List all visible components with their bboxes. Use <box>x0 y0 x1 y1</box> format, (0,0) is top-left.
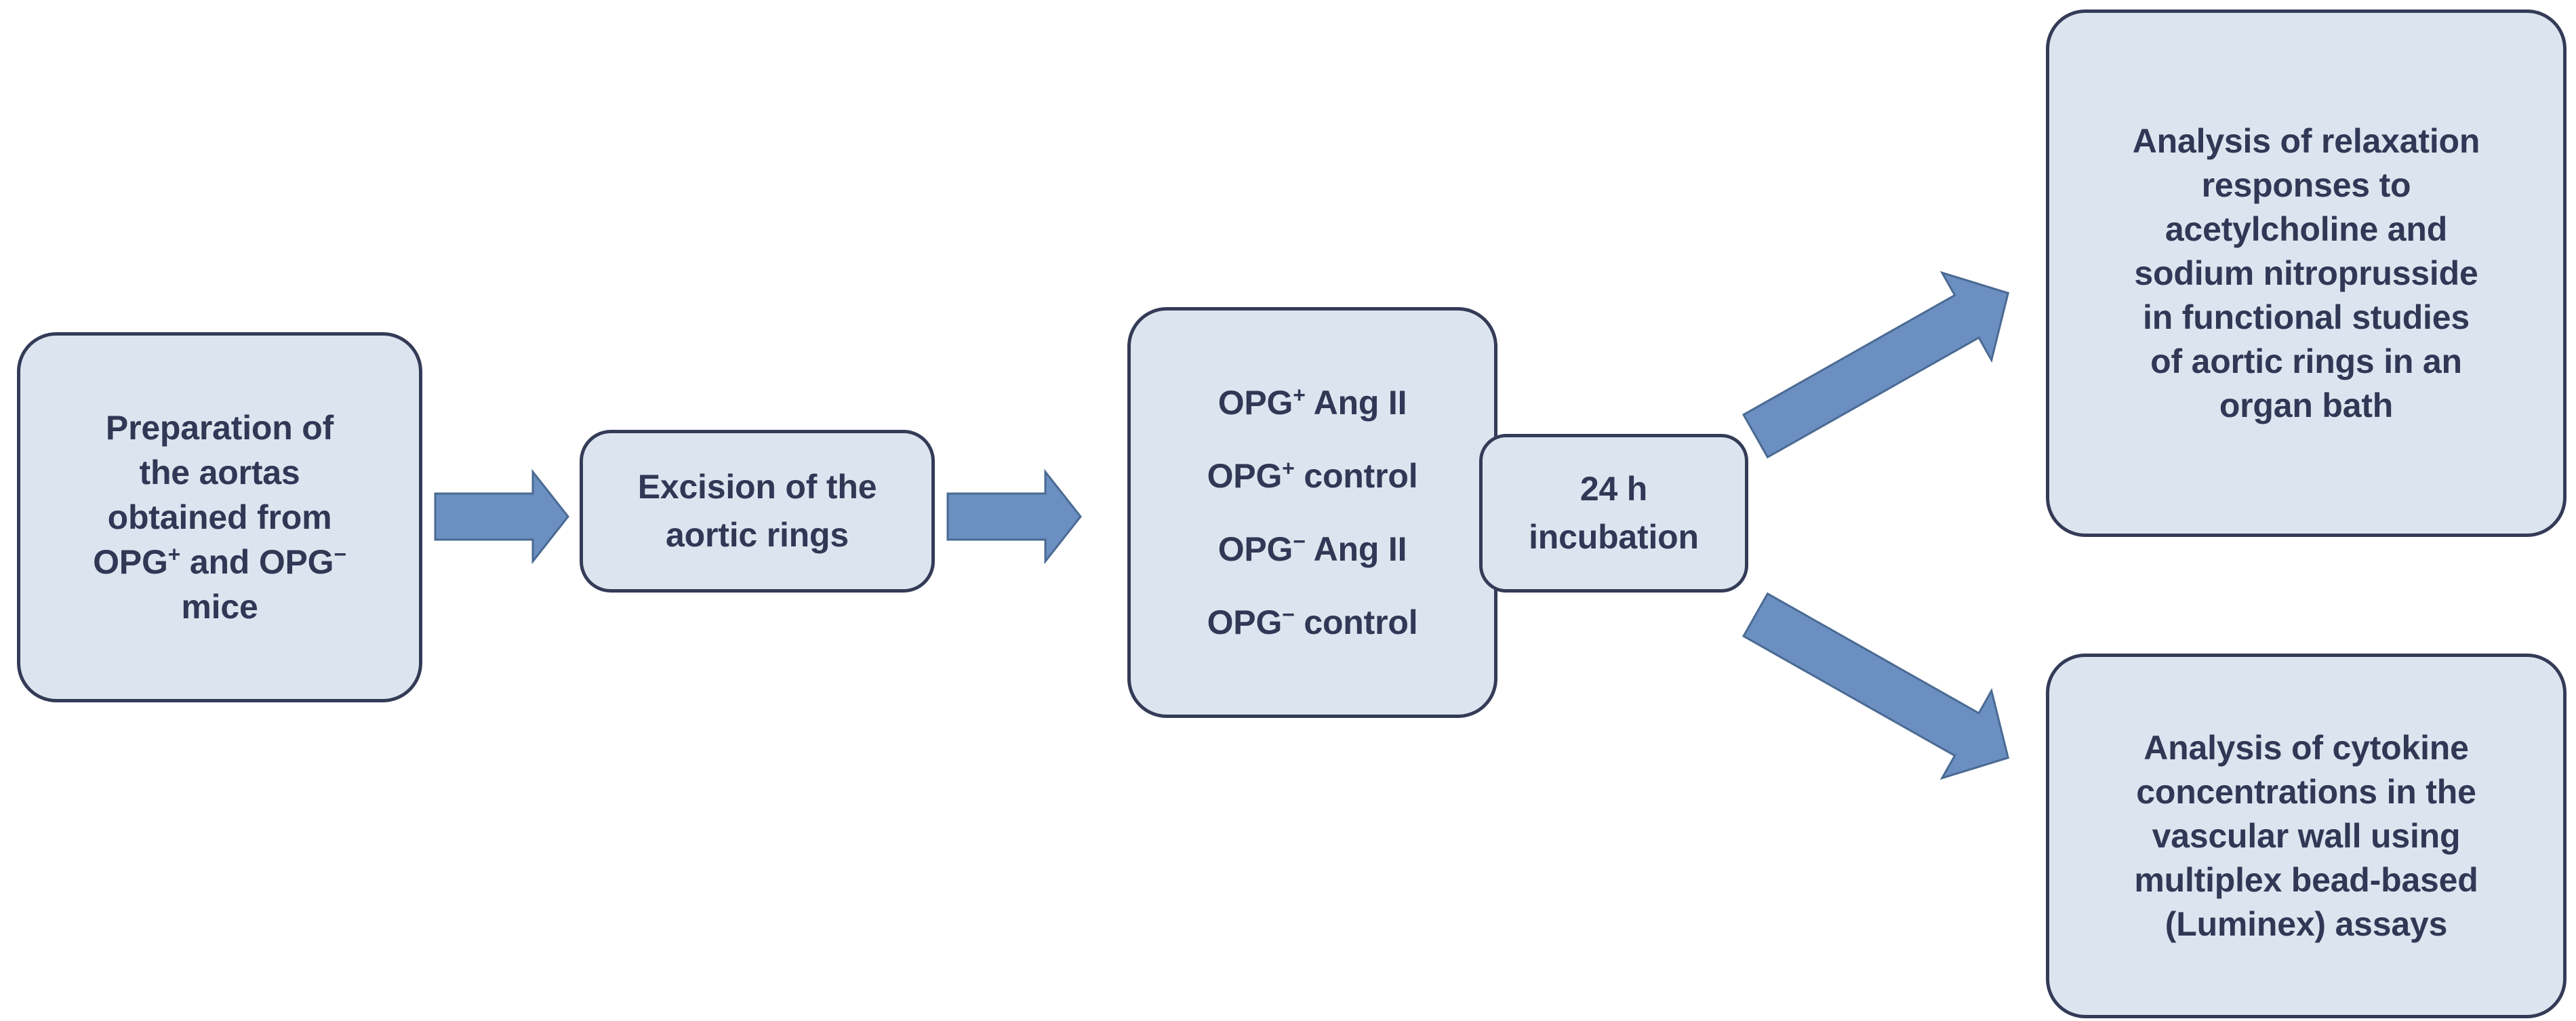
group-item-1-prefix: OPG <box>1217 384 1293 422</box>
node-cytokine-line-1: Analysis of cytokine <box>2144 728 2469 767</box>
node-cytokine-line-4: multiplex bead-based <box>2134 860 2478 899</box>
node-relaxation-analysis[interactable]: Analysis of relaxation responses to acet… <box>2046 9 2567 537</box>
group-item-4-suffix: control <box>1294 603 1418 641</box>
group-item-3-suffix: Ang II <box>1305 530 1407 568</box>
arrow-excision-to-groups <box>946 468 1082 565</box>
opg-label-a: OPG <box>93 543 168 581</box>
node-relaxation-line-2: responses to <box>2201 165 2411 204</box>
node-preparation-line-2: the aortas <box>139 454 300 492</box>
node-relaxation-line-4: sodium nitroprusside <box>2134 254 2478 292</box>
superscript-minus-icon: − <box>1282 602 1295 627</box>
node-cytokine-line-5: (Luminex) assays <box>2165 904 2448 943</box>
group-item-4: OPG− control <box>1207 602 1418 641</box>
group-item-4-prefix: OPG <box>1207 603 1283 641</box>
group-item-3-prefix: OPG <box>1217 530 1293 568</box>
superscript-minus-icon: − <box>1293 529 1306 554</box>
node-preparation-line-4: OPG+ and OPG− <box>93 540 346 584</box>
node-relaxation-line-7: organ bath <box>2219 386 2394 424</box>
arrow-incubation-to-relaxation <box>1742 260 2066 471</box>
node-preparation-line-1: Preparation of <box>105 409 334 447</box>
node-preparation-line-5: mice <box>181 588 258 626</box>
arrow-incubation-to-cytokine <box>1742 587 2066 797</box>
node-cytokine-analysis[interactable]: Analysis of cytokine concentrations in t… <box>2046 654 2567 1018</box>
opg-label-b: and OPG <box>180 543 334 581</box>
node-incubation[interactable]: 24 h incubation <box>1479 434 1748 593</box>
group-item-1-suffix: Ang II <box>1305 384 1407 422</box>
superscript-plus-icon: + <box>1293 382 1306 407</box>
node-relaxation-line-3: acetylcholine and <box>2165 209 2448 248</box>
node-relaxation-line-5: in functional studies <box>2143 298 2470 336</box>
node-excision[interactable]: Excision of the aortic rings <box>580 430 935 593</box>
group-item-1: OPG+ Ang II <box>1217 384 1407 422</box>
node-preparation[interactable]: Preparation of the aortas obtained from … <box>17 332 422 702</box>
node-incubation-line-1: 24 h <box>1579 470 1648 508</box>
superscript-plus-icon: + <box>167 542 181 567</box>
node-excision-line-1: Excision of the <box>637 468 877 506</box>
group-item-2-prefix: OPG <box>1207 457 1283 495</box>
node-relaxation-line-6: of aortic rings in an <box>2150 342 2462 380</box>
node-treatment-groups[interactable]: OPG+ Ang II OPG+ control OPG− Ang II OPG… <box>1127 307 1497 718</box>
superscript-minus-icon: − <box>334 542 346 567</box>
node-cytokine-line-2: concentrations in the <box>2136 772 2476 811</box>
node-incubation-line-2: incubation <box>1529 518 1699 556</box>
superscript-plus-icon: + <box>1282 456 1295 481</box>
node-cytokine-line-3: vascular wall using <box>2152 816 2461 855</box>
group-item-2: OPG+ control <box>1207 456 1418 495</box>
group-item-3: OPG− Ang II <box>1217 529 1407 568</box>
group-item-2-suffix: control <box>1294 457 1418 495</box>
node-relaxation-line-1: Analysis of relaxation <box>2132 121 2480 160</box>
node-excision-line-2: aortic rings <box>666 516 849 554</box>
arrow-prep-to-excision <box>434 468 569 565</box>
node-preparation-line-3: obtained from <box>107 498 332 536</box>
